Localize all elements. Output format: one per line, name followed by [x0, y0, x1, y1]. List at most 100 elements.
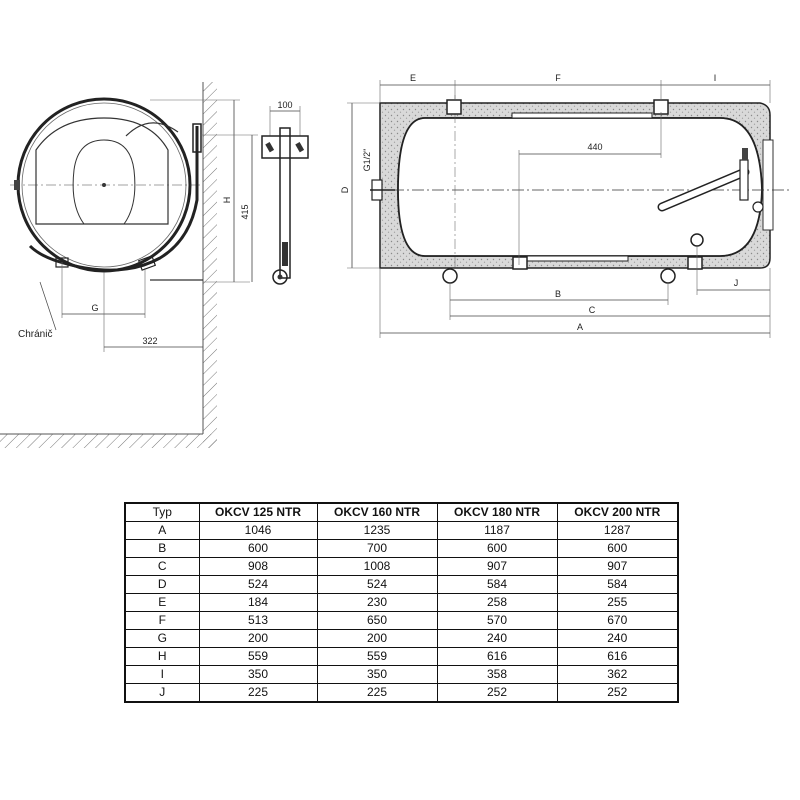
table-header-row: Typ OKCV 125 NTR OKCV 160 NTR OKCV 180 N…	[124, 502, 679, 522]
dimension-value-cell: 670	[556, 611, 679, 630]
left-nub	[14, 180, 20, 190]
thread-label: G1/2"	[362, 149, 372, 172]
bracket-post	[279, 127, 291, 279]
dimension-code-cell: I	[124, 665, 200, 684]
dimension-value-cell: 584	[436, 575, 558, 594]
dimension-value-cell: 600	[436, 539, 558, 558]
dimension-value-cell: 600	[556, 539, 679, 558]
column-header: OKCV 180 NTR	[436, 502, 558, 522]
mounting-rail	[28, 126, 199, 272]
bracket-view: 100	[261, 100, 309, 285]
right-cap	[762, 139, 774, 231]
dim-322-label: 322	[142, 336, 157, 346]
dim-j-label: J	[734, 278, 739, 288]
dimension-code-cell: A	[124, 521, 200, 540]
column-header: OKCV 160 NTR	[316, 502, 438, 522]
dim-b-label: B	[555, 289, 561, 299]
top-bar	[511, 112, 653, 119]
dimension-value-cell: 200	[316, 629, 438, 648]
bottom-fitting-2	[687, 256, 703, 270]
dimension-code-cell: B	[124, 539, 200, 558]
dimension-value-cell: 225	[316, 683, 438, 703]
bracket-slot-2	[295, 142, 305, 153]
dimension-value-cell: 350	[198, 665, 318, 684]
dim-100-label: 100	[277, 100, 292, 110]
dimension-value-cell: 225	[198, 683, 318, 703]
column-header: OKCV 125 NTR	[198, 502, 318, 522]
dimension-code-cell: D	[124, 575, 200, 594]
bracket-post-cap	[282, 242, 288, 266]
dimensions-table: Typ OKCV 125 NTR OKCV 160 NTR OKCV 180 N…	[124, 502, 679, 703]
dimension-value-cell: 255	[556, 593, 679, 612]
side-view: H 415 G 322 Chránič	[0, 82, 258, 448]
heater-rod-core	[659, 169, 748, 210]
bottom-fitting-1	[512, 256, 528, 270]
dimension-value-cell: 258	[436, 593, 558, 612]
dimension-value-cell: 1046	[198, 521, 318, 540]
dimension-value-cell: 200	[198, 629, 318, 648]
dimension-value-cell: 252	[556, 683, 679, 703]
dimension-value-cell: 1235	[316, 521, 438, 540]
dim-415-label: 415	[240, 204, 250, 219]
dimension-value-cell: 240	[556, 629, 679, 648]
inner-recess	[72, 139, 136, 225]
dimension-code-cell: F	[124, 611, 200, 630]
inner-tank	[397, 117, 763, 257]
dimension-value-cell: 570	[436, 611, 558, 630]
dimension-code-cell: E	[124, 593, 200, 612]
protector-leader	[39, 281, 57, 331]
dim-f-label: F	[555, 73, 561, 83]
protector-label: Chránič	[18, 329, 52, 340]
dimension-value-cell: 184	[198, 593, 318, 612]
column-header: OKCV 200 NTR	[556, 502, 679, 522]
dimension-value-cell: 700	[316, 539, 438, 558]
bracket-wheel-hub	[277, 274, 283, 280]
bottom-bar	[517, 255, 629, 262]
dimension-value-cell: 1008	[316, 557, 438, 576]
dimension-value-cell: 362	[556, 665, 679, 684]
dim-e-label: E	[410, 73, 416, 83]
technical-drawing: H 415 G 322 Chránič 100	[0, 73, 790, 448]
dim-i-label: I	[714, 73, 717, 83]
dimension-value-cell: 907	[556, 557, 679, 576]
top-fitting-1	[446, 99, 462, 115]
dim-440-label: 440	[587, 142, 602, 152]
dimension-value-cell: 513	[198, 611, 318, 630]
dim-c-label: C	[589, 305, 596, 315]
dimension-value-cell: 358	[436, 665, 558, 684]
inner-top-arc	[125, 122, 179, 137]
dim-g-label: G	[91, 303, 98, 313]
dimension-value-cell: 908	[198, 557, 318, 576]
dimension-value-cell: 559	[316, 647, 438, 666]
dim-d-label: D	[340, 186, 350, 193]
dimension-value-cell: 252	[436, 683, 558, 703]
dimension-code-cell: C	[124, 557, 200, 576]
thermostat-tab	[742, 148, 748, 160]
bracket-plate	[261, 135, 309, 159]
foot-right	[660, 268, 676, 284]
dimension-value-cell: 559	[198, 647, 318, 666]
column-header: Typ	[124, 502, 200, 522]
bracket-slot-1	[265, 142, 275, 153]
flange	[739, 159, 749, 201]
dimension-value-cell: 616	[436, 647, 558, 666]
dimension-value-cell: 650	[316, 611, 438, 630]
dimension-code-cell: J	[124, 683, 200, 703]
floor-hatch	[0, 434, 217, 448]
inner-bracket	[35, 117, 169, 225]
dimension-code-cell: H	[124, 647, 200, 666]
dimension-code-cell: G	[124, 629, 200, 648]
dimension-value-cell: 350	[316, 665, 438, 684]
dimension-value-cell: 230	[316, 593, 438, 612]
bracket-foot	[137, 255, 157, 271]
bracket-wheel	[272, 269, 288, 285]
